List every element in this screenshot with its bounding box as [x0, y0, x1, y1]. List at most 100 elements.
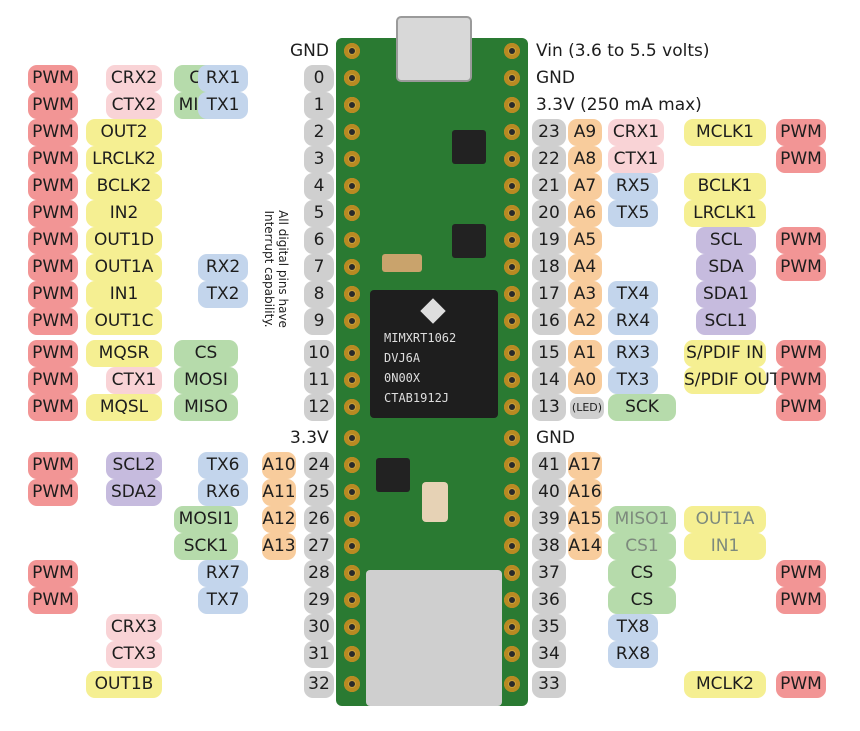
left-ser-label: RX1 [198, 65, 248, 92]
right-aud-label: BCLK1 [684, 173, 766, 200]
left-ana-label: A10 [262, 452, 296, 479]
right-pwm-label: PWM [776, 671, 826, 698]
pin-hole [504, 97, 520, 113]
pin-number-right: 14 [532, 367, 566, 394]
right-ana-label: A0 [568, 367, 602, 394]
left-pwm-label: PWM [28, 394, 78, 421]
pin-hole [344, 457, 360, 473]
pin-hole [504, 565, 520, 581]
pin-number-right: 20 [532, 200, 566, 227]
interrupt-note: All digital pins have Interrupt capabili… [246, 198, 306, 348]
pin-hole [344, 646, 360, 662]
right-ana-label: A15 [568, 506, 602, 533]
pin-hole [344, 565, 360, 581]
left-pwm-label: PWM [28, 308, 78, 335]
pin-hole [344, 178, 360, 194]
pin-hole [344, 313, 360, 329]
pin-number-left: 9 [304, 308, 334, 335]
left-pwm-label: PWM [28, 200, 78, 227]
left-pwm-label: PWM [28, 65, 78, 92]
pin-number-left: 7 [304, 254, 334, 281]
right-ser-label: TX4 [608, 281, 658, 308]
pin-number-left: 29 [304, 587, 334, 614]
pin-number-right: 40 [532, 479, 566, 506]
right-ana-label: A7 [568, 173, 602, 200]
right-aud-label: LRCLK1 [684, 200, 766, 227]
pin-number-left: 28 [304, 560, 334, 587]
left-spi-label: CS [174, 340, 238, 367]
pin-number-right: 34 [532, 641, 566, 668]
pin-hole [504, 232, 520, 248]
left-spi-label: MOSI1 [174, 506, 238, 533]
pin-hole [504, 313, 520, 329]
pin-hole [504, 178, 520, 194]
pin-number-right: 38 [532, 533, 566, 560]
right-ana-label: A9 [568, 119, 602, 146]
pin-hole [344, 430, 360, 446]
pin-number-right: 36 [532, 587, 566, 614]
pin-hole [504, 286, 520, 302]
right-ser-label: TX5 [608, 200, 658, 227]
pin-number-left: 8 [304, 281, 334, 308]
right-ana-label: A17 [568, 452, 602, 479]
left-ana-label: A12 [262, 506, 296, 533]
pin-hole [344, 484, 360, 500]
right-spi-label: CS [608, 587, 676, 614]
pin-number-left: 30 [304, 614, 334, 641]
pin-hole [344, 232, 360, 248]
right-aud-label: S/PDIF IN [684, 340, 766, 367]
left-aud-label: OUT1C [86, 308, 162, 335]
pin-number-left: 27 [304, 533, 334, 560]
left-aud-label: MQSR [86, 340, 162, 367]
right-aud-label: IN1 [684, 533, 766, 560]
pin-hole [344, 372, 360, 388]
left-pwm-label: PWM [28, 340, 78, 367]
pin-number-left: 25 [304, 479, 334, 506]
pin-hole [504, 619, 520, 635]
pin-hole [504, 345, 520, 361]
right-pwm-label: PWM [776, 560, 826, 587]
right-ana-label: A2 [568, 308, 602, 335]
left-i2c-label: SDA2 [106, 479, 162, 506]
left-pwm-label: PWM [28, 92, 78, 119]
pin-number-left: 1 [304, 92, 334, 119]
usb-connector [396, 16, 472, 82]
right-aud-label: S/PDIF OUT [684, 367, 780, 394]
left-aud-label: OUT2 [86, 119, 162, 146]
interrupt-note-text: All digital pins have Interrupt capabili… [262, 210, 290, 328]
left-spi-label: MISO [174, 394, 238, 421]
right-pwm-label: PWM [776, 119, 826, 146]
right-aud-label: MCLK1 [684, 119, 766, 146]
pin-hole [344, 619, 360, 635]
pin-number-left: 5 [304, 200, 334, 227]
pin-number-left: 4 [304, 173, 334, 200]
left-pwm-label: PWM [28, 367, 78, 394]
left-can-label: CRX3 [106, 614, 162, 641]
left-ana-label: A11 [262, 479, 296, 506]
right-ser-label: RX8 [608, 641, 658, 668]
pin-hole [344, 399, 360, 415]
pin-hole [504, 592, 520, 608]
right-ana-label: A14 [568, 533, 602, 560]
pin-number-right: 17 [532, 281, 566, 308]
left-i2c-label: SCL2 [106, 452, 162, 479]
vin-label: Vin (3.6 to 5.5 volts) [536, 41, 710, 61]
pin-number-left: 0 [304, 65, 334, 92]
right-i2c-label: SDA1 [696, 281, 756, 308]
left-ser-label: RX6 [198, 479, 248, 506]
pushbutton [422, 482, 448, 522]
left-pwm-label: PWM [28, 479, 78, 506]
left-aud-label: IN1 [86, 281, 162, 308]
pin-number-right: 16 [532, 308, 566, 335]
pin-number-right: 37 [532, 560, 566, 587]
pin-hole [504, 646, 520, 662]
pin-number-left: 10 [304, 340, 334, 367]
pin-hole [344, 345, 360, 361]
left-pwm-label: PWM [28, 587, 78, 614]
right-ana-label: A5 [568, 227, 602, 254]
pin-number-left: 6 [304, 227, 334, 254]
pin-hole [344, 70, 360, 86]
left-spi-label: SCK1 [174, 533, 238, 560]
pin-hole [344, 511, 360, 527]
pin-number-left: 32 [304, 671, 334, 698]
